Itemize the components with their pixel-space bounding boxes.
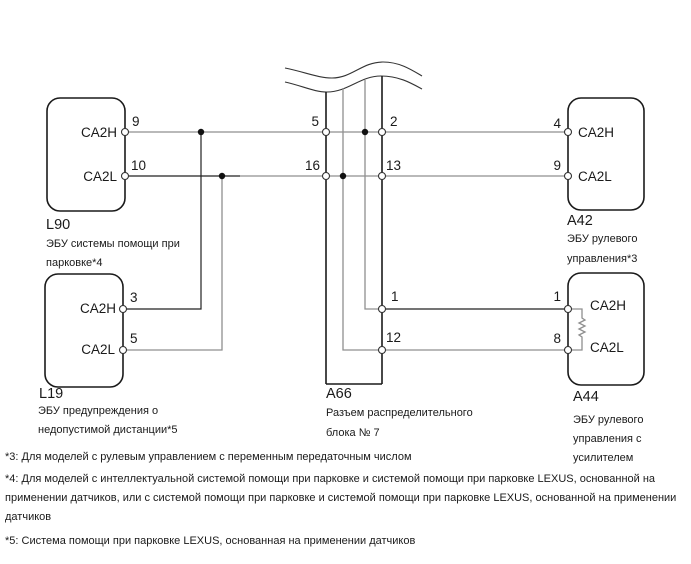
a44-description: усилителем (573, 452, 633, 464)
harness-break-bottom-line (284, 75, 423, 93)
ecu-box-a42 (567, 97, 645, 211)
a42-signal-can-h: CA2H (578, 125, 614, 140)
footnote-4: *4: Для моделей с интеллектуальной систе… (5, 473, 656, 485)
a66-description: блока № 7 (326, 427, 380, 439)
l90-signal-can-h: CA2H (81, 125, 117, 140)
a66-pin-number: 12 (386, 330, 401, 345)
l19-connector-id: L19 (39, 386, 63, 402)
a44-connector-id: A44 (573, 389, 599, 405)
l90-description: ЭБУ системы помощи при (46, 238, 180, 250)
a66-pin-number: 16 (305, 158, 320, 173)
a44-signal-can-h: CA2H (590, 298, 626, 313)
splice-junction-dot (197, 128, 205, 136)
a66-bus-can-h (364, 80, 382, 310)
ecu-box-l90 (46, 97, 126, 212)
l19-signal-can-l: CA2L (81, 342, 115, 357)
splice-junction-dot (339, 172, 347, 180)
harness-break-top-line (284, 61, 423, 79)
ecu-box-l19 (44, 273, 124, 388)
terminal-pin-icon (563, 345, 573, 355)
l90-pin-number: 9 (132, 114, 140, 129)
a66-description: Разъем распределительного (326, 407, 473, 419)
splice-junction-dot (218, 172, 226, 180)
a42-connector-id: A42 (567, 213, 593, 229)
a44-terminating-resistor-icon (568, 308, 587, 351)
l19-description: ЭБУ предупреждения о (38, 405, 158, 417)
l90-pin-number: 10 (131, 158, 146, 173)
a42-signal-can-l: CA2L (578, 169, 612, 184)
splice-junction-dot (361, 128, 369, 136)
terminal-pin-icon (321, 127, 331, 137)
wire-l19-can-h (123, 132, 202, 310)
a66-pin-number: 1 (391, 289, 399, 304)
a42-pin-number: 4 (553, 116, 561, 131)
l19-signal-can-h: CA2H (80, 301, 116, 316)
terminal-pin-icon (563, 171, 573, 181)
footnote-4: датчиков (5, 511, 51, 523)
a66-bus-can-l (342, 88, 382, 351)
terminal-pin-icon (563, 304, 573, 314)
terminal-pin-icon (321, 171, 331, 181)
wire-l19-can-l (123, 176, 223, 351)
l19-pin-number: 3 (130, 290, 138, 305)
a42-description: ЭБУ рулевого (567, 233, 637, 245)
l90-connector-id: L90 (46, 217, 70, 233)
terminal-pin-icon (120, 127, 130, 137)
a44-description: ЭБУ рулевого (573, 414, 643, 426)
terminal-pin-icon (377, 127, 387, 137)
a44-pin-number: 8 (553, 331, 561, 346)
a66-pin-number: 5 (311, 114, 319, 129)
terminal-pin-icon (377, 304, 387, 314)
terminal-pin-icon (377, 171, 387, 181)
a66-pin-number: 2 (390, 114, 398, 129)
a44-signal-can-l: CA2L (590, 340, 624, 355)
a42-pin-number: 9 (553, 158, 561, 173)
ecu-box-a44 (567, 272, 645, 386)
a42-description: управления*3 (567, 253, 637, 265)
a44-pin-number: 1 (553, 289, 561, 304)
l90-signal-can-l: CA2L (83, 169, 117, 184)
l19-description: недопустимой дистанции*5 (38, 424, 178, 436)
terminal-pin-icon (118, 304, 128, 314)
terminal-pin-icon (377, 345, 387, 355)
l90-description: парковке*4 (46, 257, 103, 269)
terminal-pin-icon (563, 127, 573, 137)
a44-description: управления с (573, 433, 642, 445)
l19-pin-number: 5 (130, 331, 138, 346)
footnote-3: *3: Для моделей с рулевым управлением с … (5, 451, 412, 463)
footnote-5: *5: Система помощи при парковке LEXUS, о… (5, 535, 415, 547)
terminal-pin-icon (118, 345, 128, 355)
a66-pin-number: 13 (386, 158, 401, 173)
terminal-pin-icon (120, 171, 130, 181)
a66-connector-id: A66 (326, 386, 352, 402)
footnote-4: применении датчиков, или с системой помо… (5, 492, 676, 504)
